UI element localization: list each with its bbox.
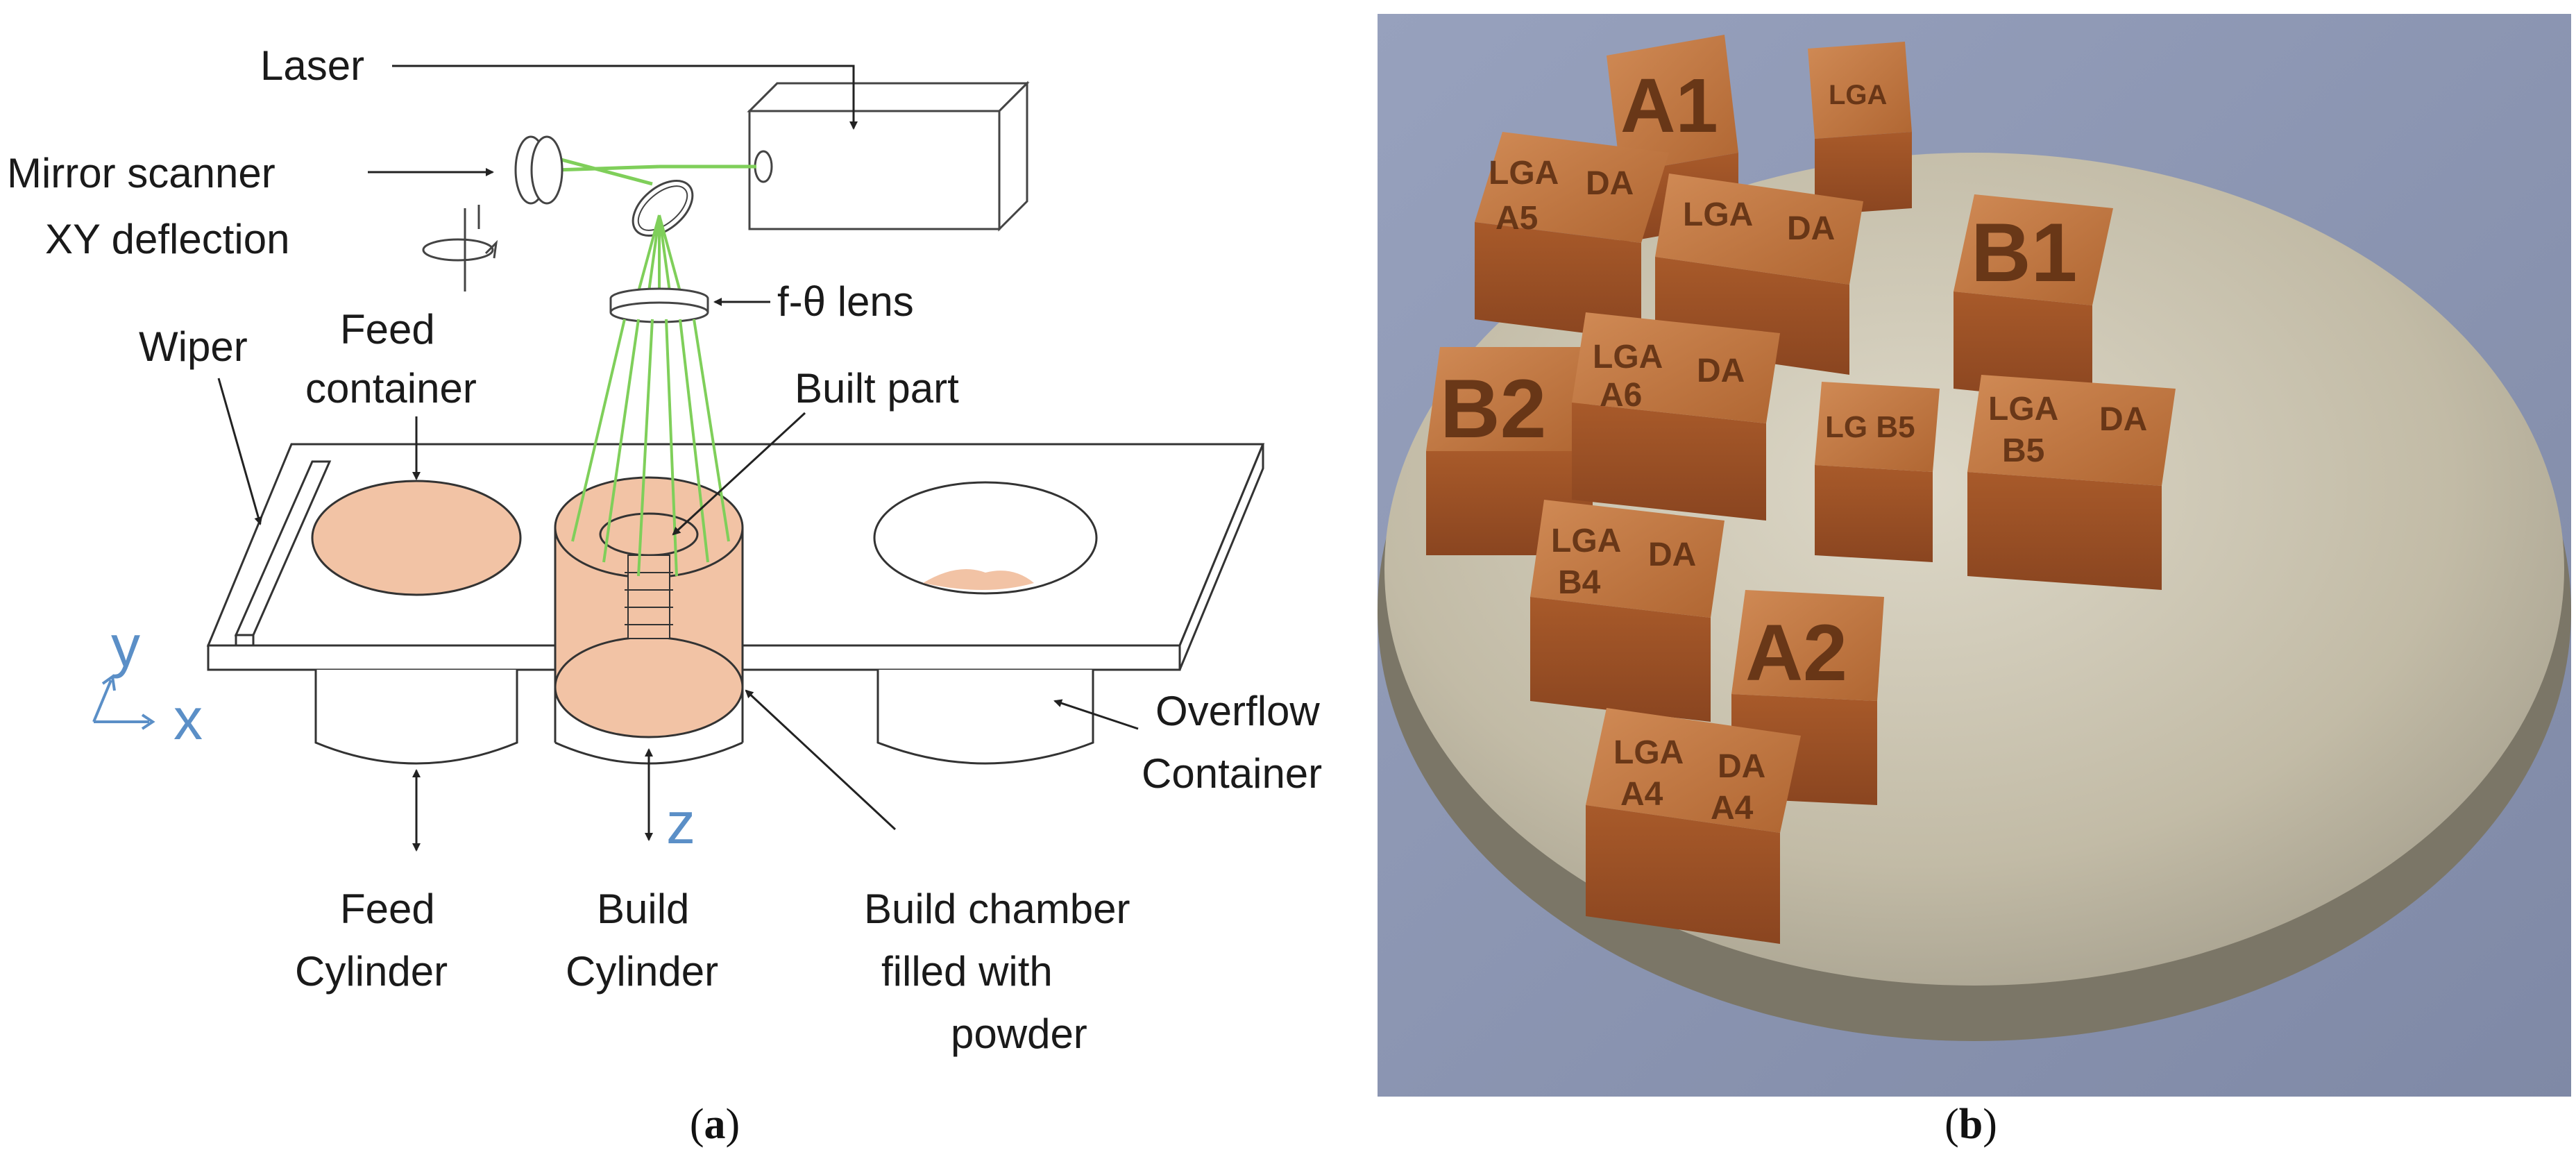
- feed-container-powder: [311, 480, 522, 596]
- axis-z-label: z: [666, 791, 695, 856]
- svg-text:A6: A6: [1600, 377, 1642, 414]
- svg-text:LGA: LGA: [1489, 155, 1559, 192]
- svg-text:A5: A5: [1495, 200, 1538, 237]
- svg-text:DA: DA: [1787, 210, 1835, 247]
- part-b1: B1: [1954, 194, 2113, 403]
- svg-text:LGA: LGA: [1613, 734, 1684, 771]
- feed-cylinder: [314, 670, 518, 765]
- svg-text:A4: A4: [1620, 776, 1663, 813]
- scan-beams-lower: [571, 319, 730, 577]
- mirror-scanner: [514, 135, 564, 205]
- build-cylinder-label-1: Build: [597, 886, 689, 932]
- build-cylinder: [554, 476, 744, 765]
- mirror-scanner-label: Mirror scanner: [7, 150, 276, 196]
- laser-source: [747, 81, 1030, 232]
- svg-text:DA: DA: [1586, 165, 1634, 202]
- build-chamber-arrow: [745, 689, 897, 831]
- feed-container-label-1: Feed: [340, 306, 435, 353]
- svg-text:A1: A1: [1620, 63, 1718, 149]
- svg-text:DA: DA: [1697, 353, 1745, 389]
- built-part-arrow: [672, 412, 806, 536]
- svg-text:LGA: LGA: [1593, 339, 1663, 375]
- svg-text:LG B5: LG B5: [1825, 410, 1915, 444]
- part-lga-small: LGA: [1808, 42, 1912, 215]
- svg-text:B4: B4: [1558, 564, 1601, 601]
- axis-x-label: x: [173, 686, 203, 752]
- part-a4: LGA DA A4 A4: [1586, 708, 1801, 944]
- svg-text:LGA: LGA: [1683, 196, 1753, 233]
- schematic-panel: Laser Mirror scanner XY deflection: [7, 42, 1322, 1057]
- laser-arrow: [392, 65, 858, 130]
- f-theta-label: f-θ lens: [777, 278, 914, 325]
- part-a2: A2: [1731, 590, 1884, 805]
- svg-text:LGA: LGA: [1988, 391, 2058, 428]
- svg-text:LGA: LGA: [1829, 80, 1887, 110]
- laser-label: Laser: [260, 42, 364, 89]
- built-part-label: Built part: [795, 365, 959, 412]
- xy-axis-icon: [92, 674, 155, 730]
- svg-text:A4: A4: [1711, 790, 1754, 827]
- galvo-mirror: [632, 179, 694, 237]
- svg-text:DA: DA: [2099, 401, 2147, 438]
- feed-cylinder-label-2: Cylinder: [295, 948, 448, 995]
- lpbf-schematic: Laser Mirror scanner XY deflection: [7, 42, 1322, 1057]
- svg-text:DA: DA: [1648, 536, 1696, 573]
- axis-y-label: y: [111, 614, 140, 679]
- svg-text:B5: B5: [2002, 432, 2044, 469]
- build-chamber-label-1: Build chamber: [864, 886, 1130, 932]
- svg-text:LGA: LGA: [1551, 523, 1621, 559]
- caption-a: (a): [689, 1101, 740, 1148]
- feed-cylinder-label-1: Feed: [340, 886, 435, 932]
- part-a6: LGA DA A6: [1572, 312, 1780, 521]
- copper-parts-photo: A1 LGA LGA DA A5 LGA DA B1: [1378, 14, 2571, 1097]
- feed-container-label-2: container: [305, 365, 477, 412]
- part-a5: LGA DA A5: [1475, 132, 1669, 340]
- laser-beam: [548, 154, 756, 186]
- rotation-icon: [422, 205, 498, 292]
- f-theta-lens: [609, 287, 709, 323]
- caption-b: (b): [1944, 1101, 1997, 1148]
- wiper-arrow: [217, 378, 263, 525]
- build-chamber-label-3: powder: [951, 1011, 1087, 1057]
- xy-deflection-label: XY deflection: [45, 216, 289, 262]
- svg-text:A2: A2: [1745, 609, 1847, 698]
- build-chamber-label-2: filled with: [881, 948, 1053, 995]
- svg-text:B1: B1: [1971, 206, 2077, 299]
- overflow-label-2: Container: [1142, 750, 1322, 797]
- overflow-container: [873, 481, 1098, 765]
- overflow-label-1: Overflow: [1155, 688, 1320, 734]
- build-cylinder-label-2: Cylinder: [566, 948, 718, 995]
- photo-panel: A1 LGA LGA DA A5 LGA DA B1: [1378, 14, 2571, 1097]
- wiper-label: Wiper: [139, 323, 248, 370]
- part-b4: LGA DA B4: [1530, 500, 1725, 722]
- part-lgb5: LG B5: [1815, 382, 1940, 562]
- part-b5: LGA DA B5: [1967, 375, 2176, 590]
- wiper: [234, 460, 332, 647]
- svg-text:B2: B2: [1440, 362, 1546, 455]
- overflow-arrow: [1053, 699, 1139, 730]
- svg-text:DA: DA: [1718, 748, 1765, 785]
- scan-beams-upper: [637, 214, 681, 292]
